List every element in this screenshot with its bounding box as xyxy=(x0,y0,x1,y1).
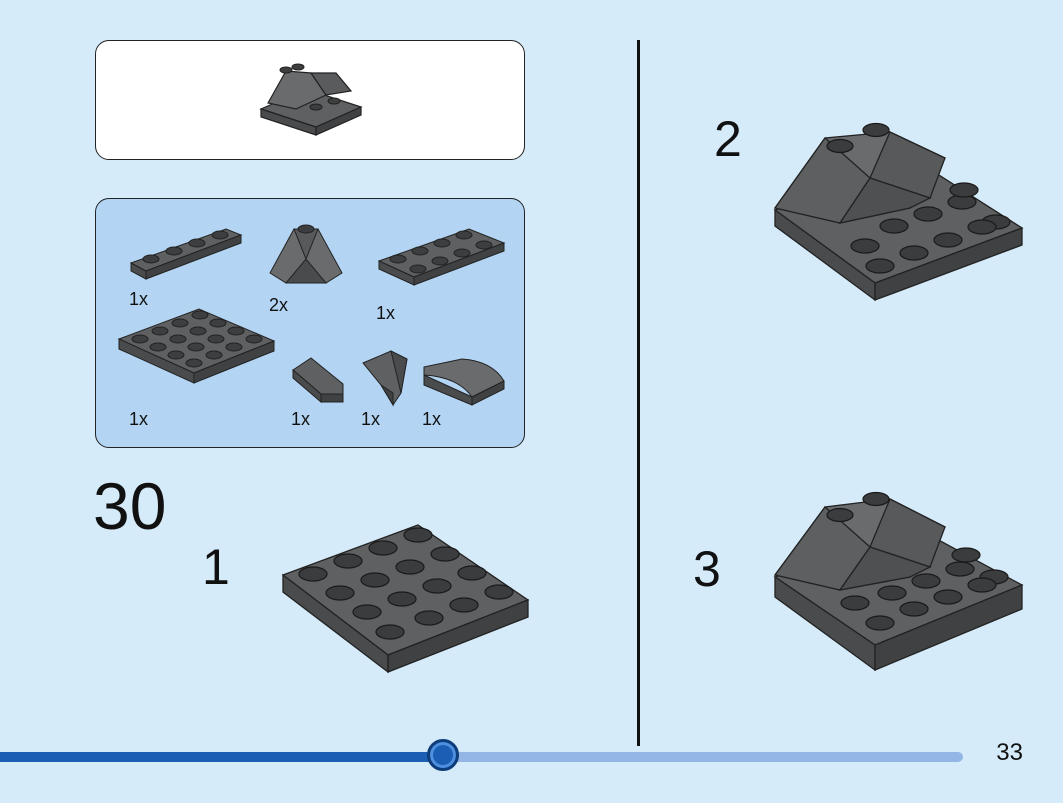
substep-1-image xyxy=(281,524,530,674)
step-number: 30 xyxy=(93,469,167,543)
substep-3-image xyxy=(773,491,1024,672)
progress-track xyxy=(0,752,963,762)
wedge-small-left-image xyxy=(292,357,344,404)
column-divider xyxy=(637,40,640,746)
curved-slope-image xyxy=(423,358,505,406)
substep-3-label: 3 xyxy=(693,541,721,597)
part-qty-plate-2x4: 1x xyxy=(376,303,396,323)
part-qty-wedge-small-left: 1x xyxy=(291,409,311,429)
preview-assembly-image xyxy=(259,63,363,136)
plate-4x4-image xyxy=(117,308,276,384)
plate-2x4-image xyxy=(377,228,506,286)
part-qty-plate-1x4: 1x xyxy=(129,289,149,309)
part-qty-plate-4x4: 1x xyxy=(129,409,149,429)
wedge-slope-image xyxy=(269,224,343,284)
page-number: 33 xyxy=(996,739,1023,766)
substep-2-image xyxy=(773,122,1024,302)
preview-box xyxy=(95,40,525,160)
progress-bar xyxy=(0,739,963,771)
part-qty-wedge-slope: 2x xyxy=(269,295,289,315)
substep-1-label: 1 xyxy=(202,539,230,595)
part-qty-wedge-small-right: 1x xyxy=(361,409,381,429)
substep-2-label: 2 xyxy=(714,111,742,167)
plate-1x4-image xyxy=(129,228,243,280)
progress-knob xyxy=(427,739,459,771)
progress-fill xyxy=(0,752,443,762)
parts-box: 1x 2x 1x 1x xyxy=(95,198,525,448)
wedge-small-right-image xyxy=(362,350,408,407)
part-qty-curved-slope: 1x xyxy=(422,409,442,429)
